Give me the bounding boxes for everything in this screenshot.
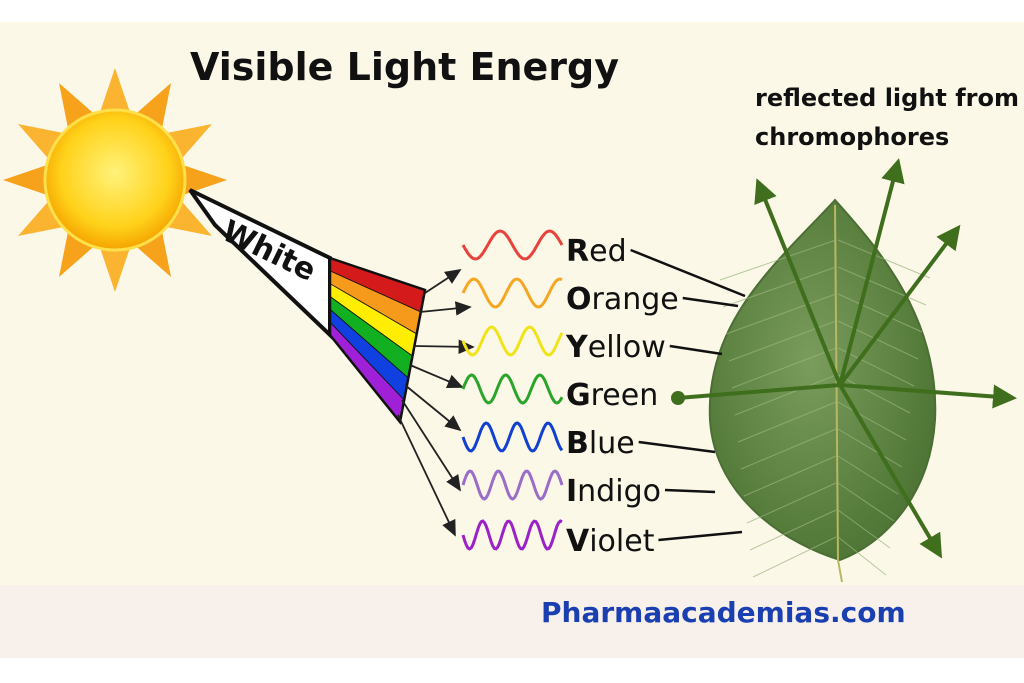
reflected-arrow — [838, 383, 943, 559]
wave-blue — [461, 421, 564, 453]
wave-indigo — [461, 469, 564, 501]
connector-line — [658, 530, 743, 542]
dispersion-arrows — [397, 269, 475, 537]
reflected-label-line1: reflected light from — [755, 84, 1019, 112]
reflected-arrow — [838, 158, 905, 386]
dispersion-arrow — [424, 269, 462, 294]
wave-green — [461, 373, 564, 405]
wave-orange — [461, 277, 563, 309]
dispersion-arrow — [413, 339, 475, 354]
label-blue: Blue — [566, 426, 635, 461]
dispersion-arrow — [401, 399, 461, 492]
wave-red — [461, 229, 564, 261]
label-green: Green — [566, 378, 658, 413]
green-endpoint-dot — [671, 391, 685, 405]
reflected-label-line2: chromophores — [755, 123, 949, 151]
leaf — [708, 198, 937, 583]
wavelength-waves — [461, 229, 564, 551]
green-absorbed-line — [677, 383, 841, 400]
sun-ray — [3, 163, 53, 197]
wave-violet — [461, 519, 563, 551]
connector-line — [682, 296, 739, 308]
connector-line — [630, 248, 746, 298]
sun-ray — [98, 68, 132, 118]
footer-band — [0, 585, 1024, 658]
label-connectors — [630, 248, 746, 542]
reflected-green-arrows — [671, 158, 1017, 559]
reflected-arrow — [838, 224, 961, 387]
label-indigo: Indigo — [566, 474, 661, 509]
label-red: Red — [566, 234, 627, 269]
dispersion-arrow — [397, 414, 456, 537]
reflected-arrow — [839, 383, 1017, 409]
label-violet: Violet — [566, 524, 655, 559]
dispersion-arrow — [419, 301, 472, 316]
footer-website: Pharmaacademias.com — [541, 596, 906, 629]
prism-spectrum — [328, 256, 427, 425]
diagram-title: Visible Light Energy — [190, 45, 619, 89]
connector-line — [664, 488, 716, 494]
sun-ray — [98, 242, 132, 292]
connector-line — [669, 344, 723, 356]
sun-ray — [177, 163, 227, 197]
label-yellow: Yellow — [565, 330, 666, 365]
sun-icon — [3, 68, 227, 292]
dispersion-arrow — [404, 384, 462, 432]
dispersion-arrow — [409, 364, 464, 389]
label-orange: Orange — [566, 282, 679, 317]
wave-yellow — [461, 325, 564, 357]
reflected-arrow — [754, 178, 842, 386]
connector-line — [638, 440, 716, 454]
